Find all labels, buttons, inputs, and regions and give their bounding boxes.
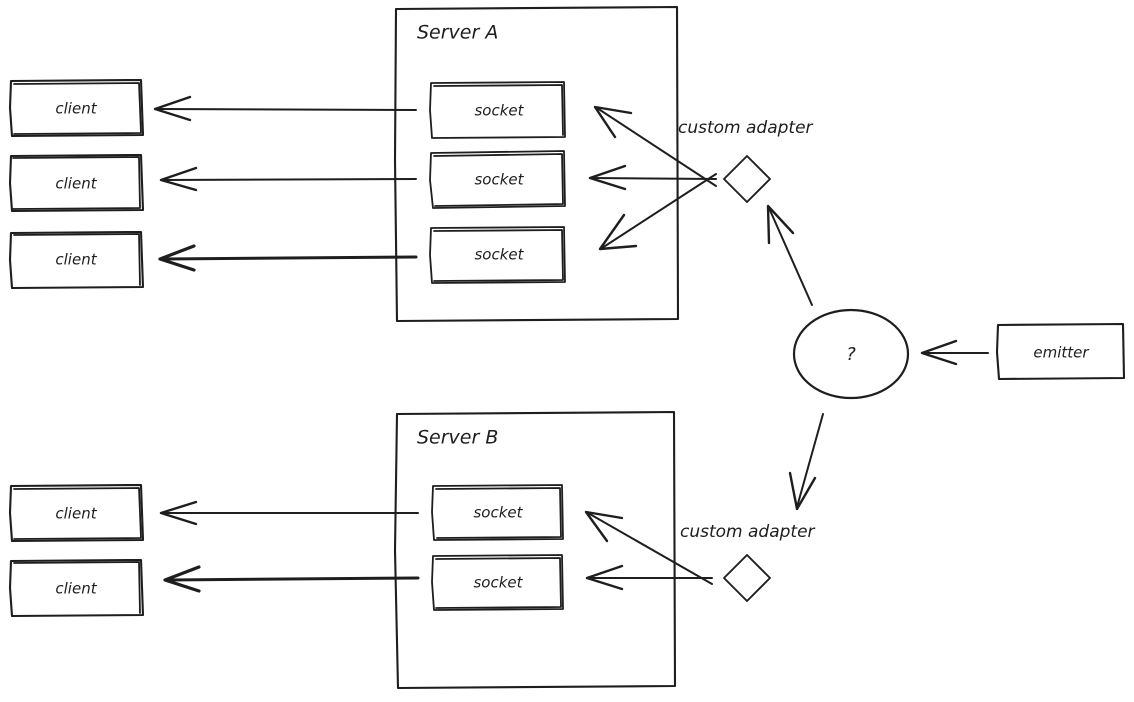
client-1-box [8, 78, 145, 138]
connector-socket-a3-to-client-3 [158, 244, 418, 272]
client-2-label: client [55, 175, 97, 193]
socket-a3-box-inner [433, 229, 564, 282]
client-5[interactable]: client [8, 558, 145, 618]
client-3-box-inner [13, 233, 141, 286]
socket-b2[interactable]: socket [431, 554, 564, 611]
connector-hub-to-adapter-b [788, 413, 824, 511]
client-5-box-inner [13, 561, 141, 614]
socket-a2[interactable]: socket [429, 150, 566, 209]
socket-b2-box [431, 554, 564, 611]
socket-b2-box-inner [435, 557, 562, 609]
connector-socket-a2-to-client-2 [159, 166, 417, 192]
socket-a3[interactable]: socket [429, 226, 566, 284]
unknown-hub-label: ? [846, 344, 856, 365]
emitter-label: emitter [1033, 344, 1089, 362]
client-2[interactable]: client [8, 153, 145, 213]
client-4-box [8, 483, 145, 543]
server-b-label: Server B [417, 427, 498, 449]
client-3[interactable]: client [8, 230, 145, 290]
client-2-box-inner [12, 156, 141, 210]
socket-a1-label: socket [474, 102, 524, 120]
socket-a1-box [429, 81, 566, 139]
connector-adapter-b-to-socket-b1 [584, 510, 713, 585]
server-b-container[interactable]: Server B [393, 410, 677, 690]
connector-emitter-to-hub [920, 339, 989, 366]
client-5-box [8, 558, 145, 618]
client-2-box [8, 153, 145, 213]
socket-a3-label: socket [474, 246, 524, 264]
client-3-box [8, 230, 145, 290]
emitter[interactable]: emitter [995, 322, 1126, 381]
socket-a3-box [429, 226, 566, 284]
client-3-label: client [55, 251, 97, 269]
socket-a2-label: socket [474, 171, 524, 189]
client-1[interactable]: client [8, 78, 145, 138]
server-a-label: Server A [417, 22, 498, 44]
socket-a2-box-inner [433, 153, 564, 207]
adapter-a-diamond [723, 155, 771, 203]
connector-adapter-a-to-socket-a1 [593, 105, 717, 187]
server-b-box [393, 410, 677, 690]
connector-adapter-a-to-socket-a3 [598, 173, 717, 251]
unknown-hub-ellipse [792, 308, 910, 400]
socket-a1[interactable]: socket [429, 81, 566, 139]
adapter-b-label: custom adapter [680, 522, 816, 542]
adapter-b-diamond [723, 554, 771, 602]
adapter-b[interactable]: custom adapter [680, 522, 816, 602]
client-1-box-inner [13, 82, 142, 135]
socket-b1-box [431, 484, 564, 541]
connector-socket-a1-to-client-1 [153, 95, 417, 122]
emitter-box [995, 322, 1126, 381]
socket-a1-box-inner [433, 84, 564, 136]
client-4-box-inner [13, 487, 142, 540]
socket-b1-box-inner [435, 487, 562, 539]
connector-adapter-b-to-socket-b2 [585, 564, 713, 591]
server-a-box [393, 5, 680, 323]
client-4-label: client [55, 505, 97, 523]
adapter-a-label: custom adapter [678, 118, 814, 138]
client-5-label: client [55, 580, 97, 598]
connector-socket-b2-to-client-5 [163, 565, 420, 593]
server-a-container[interactable]: Server A [393, 5, 680, 323]
socket-a2-box [429, 150, 566, 209]
socket-b2-label: socket [473, 574, 523, 592]
socket-b1[interactable]: socket [431, 484, 564, 541]
connector-socket-b1-to-client-4 [159, 500, 419, 526]
client-4[interactable]: client [8, 483, 145, 543]
adapter-a[interactable]: custom adapter [678, 118, 814, 203]
client-1-label: client [55, 100, 97, 118]
unknown-hub[interactable]: ? [792, 308, 910, 400]
connector-adapter-a-to-socket-a2 [588, 164, 717, 191]
connector-hub-to-adapter-a [766, 204, 813, 306]
socket-b1-label: socket [473, 504, 523, 522]
